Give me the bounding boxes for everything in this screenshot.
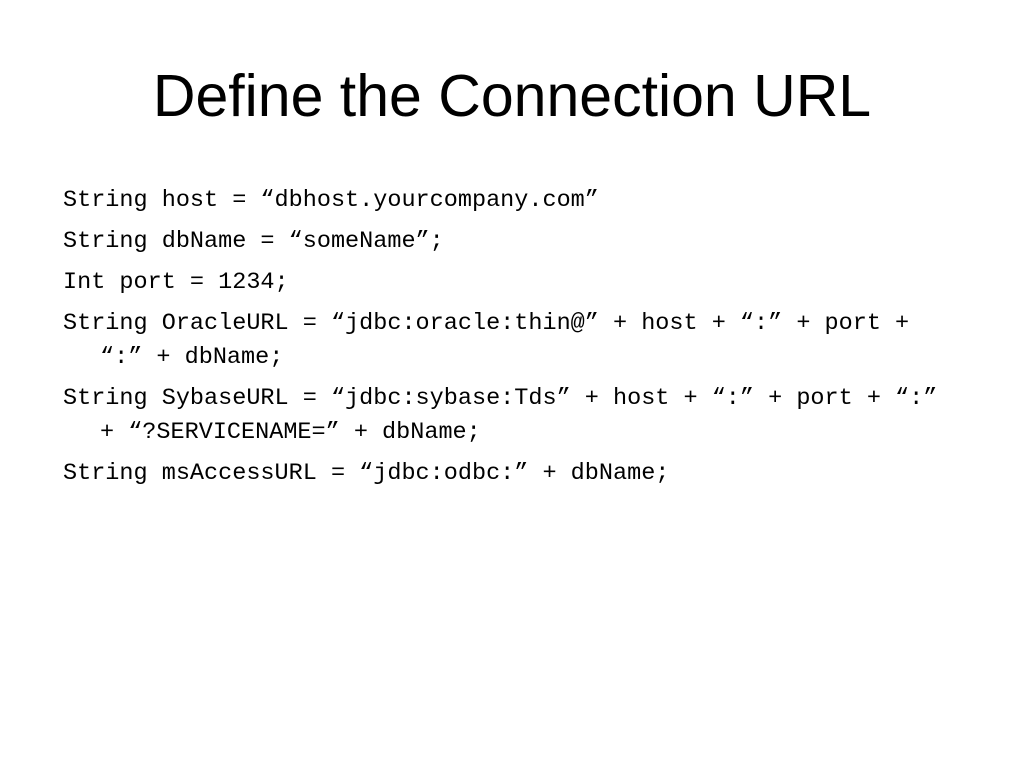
code-line-oracle-url: String OracleURL = “jdbc:oracle:thin@” +… [63, 310, 924, 371]
code-line-msaccess-url: String msAccessURL = “jdbc:odbc:” + dbNa… [63, 460, 670, 487]
slide-title: Define the Connection URL [152, 63, 872, 129]
code-line-host: String host = “dbhost.yourcompany.com” [63, 187, 599, 214]
code-block: String host = “dbhost.yourcompany.com” S… [63, 184, 963, 498]
code-line-dbname: String dbName = “someName”; [63, 228, 444, 255]
code-line-port: Int port = 1234; [63, 269, 289, 296]
code-line-sybase-url: String SybaseURL = “jdbc:sybase:Tds” + h… [63, 385, 952, 446]
